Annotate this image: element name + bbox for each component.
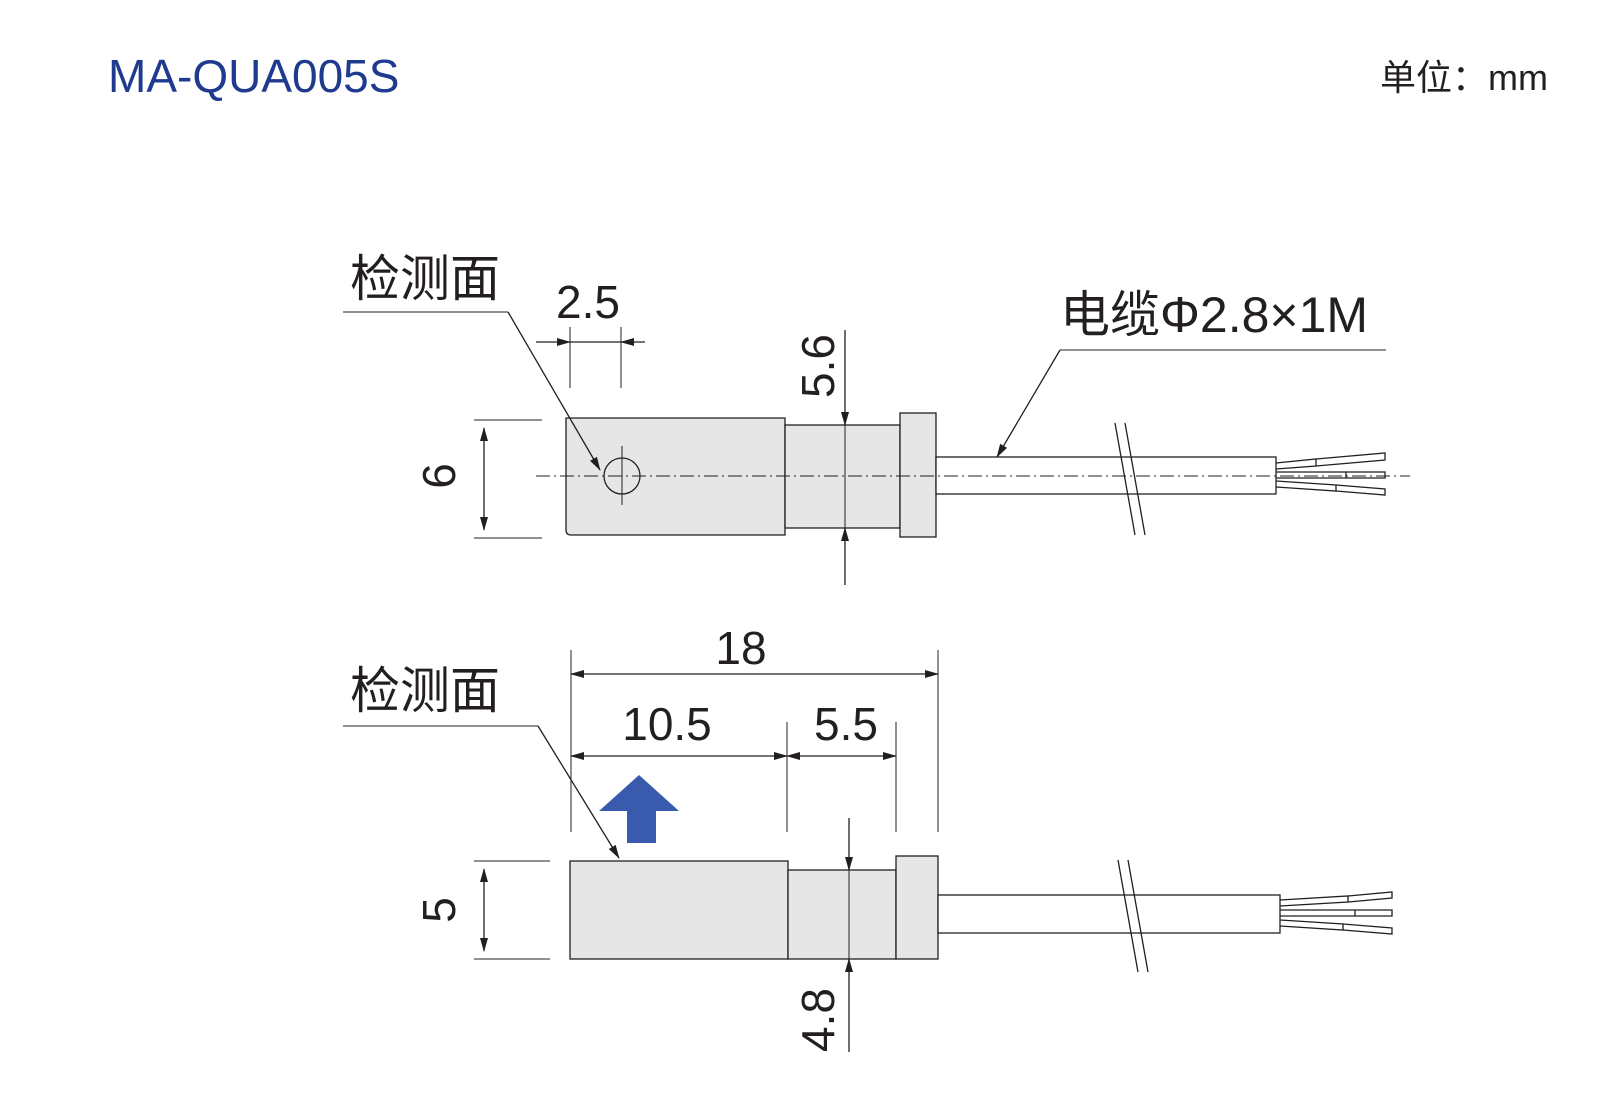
side-break-line — [1117, 859, 1139, 973]
top-sensing-face-label: 检测面 — [350, 251, 500, 307]
dim-side-4-8: 4.8 — [792, 988, 844, 1052]
dim-total-18: 18 — [715, 622, 766, 674]
top-view: 2.5 6 5.6 检测面 电缆Φ2.8×1M — [343, 251, 1410, 585]
side-cable — [937, 894, 1281, 934]
top-sensing-face-leader — [507, 311, 601, 471]
side-wires — [1279, 891, 1393, 935]
side-sensing-face-leader — [537, 725, 620, 859]
dim-top-5-6: 5.6 — [792, 334, 844, 398]
top-wires — [1275, 452, 1386, 496]
unit-label: 单位：mm — [1380, 57, 1548, 98]
dim-rear-5-5: 5.5 — [814, 698, 878, 750]
top-break-line — [1114, 422, 1136, 536]
sensing-direction-arrow-icon — [599, 775, 679, 843]
side-sensing-face-label: 检测面 — [350, 663, 500, 719]
dim-front-10-5: 10.5 — [622, 698, 712, 750]
side-sensor-neck — [787, 869, 897, 960]
cable-leader — [996, 349, 1061, 458]
dim-top-6: 6 — [413, 463, 465, 489]
side-sensor-flange — [895, 855, 939, 960]
side-sensor-head — [569, 860, 789, 960]
dim-side-5: 5 — [413, 897, 465, 923]
cable-label: 电缆Φ2.8×1M — [1060, 287, 1368, 343]
top-sensor-flange — [899, 412, 937, 538]
bottom-view: 18 10.5 5.5 5 4.8 检测面 — [343, 622, 1393, 1052]
model-title: MA-QUA005S — [108, 50, 399, 102]
dim-top-2-5: 2.5 — [556, 276, 620, 328]
